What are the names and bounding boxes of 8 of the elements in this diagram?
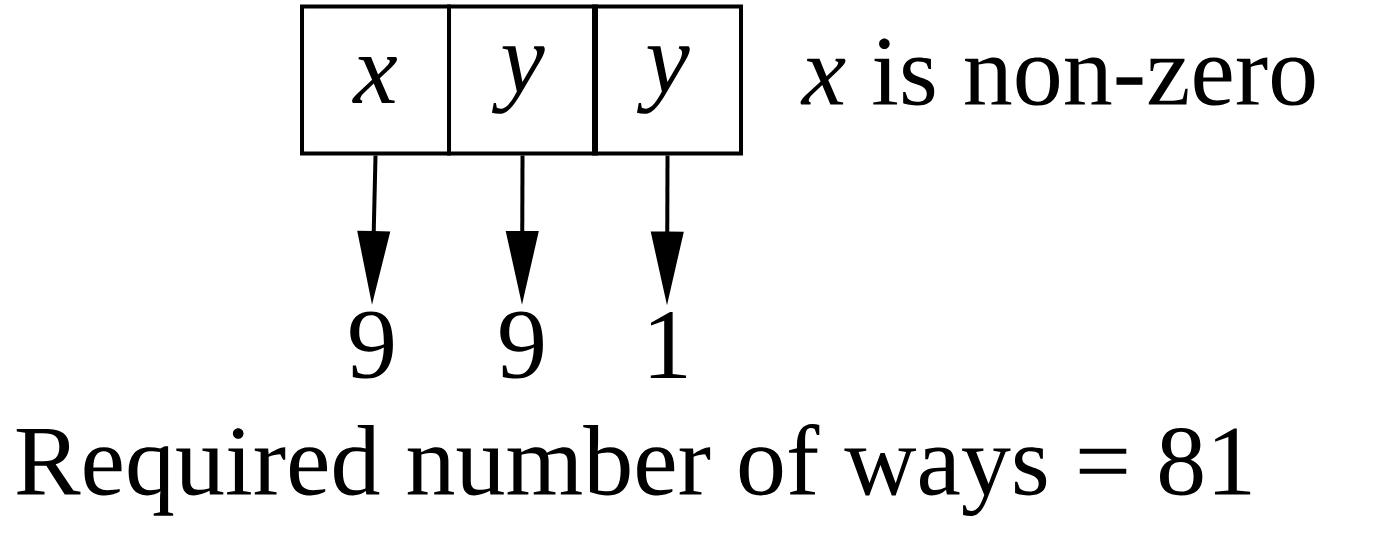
table-cell: y	[592, 4, 743, 156]
count-number: 9	[500, 311, 543, 379]
table-cell: y	[447, 4, 598, 156]
condition-note: x is non-zero	[800, 38, 1315, 106]
table-cell: x	[300, 4, 451, 156]
count-number: 1	[650, 311, 686, 378]
result-text: Required number of ways = 81	[16, 424, 1251, 516]
count-number: 9	[350, 311, 393, 379]
